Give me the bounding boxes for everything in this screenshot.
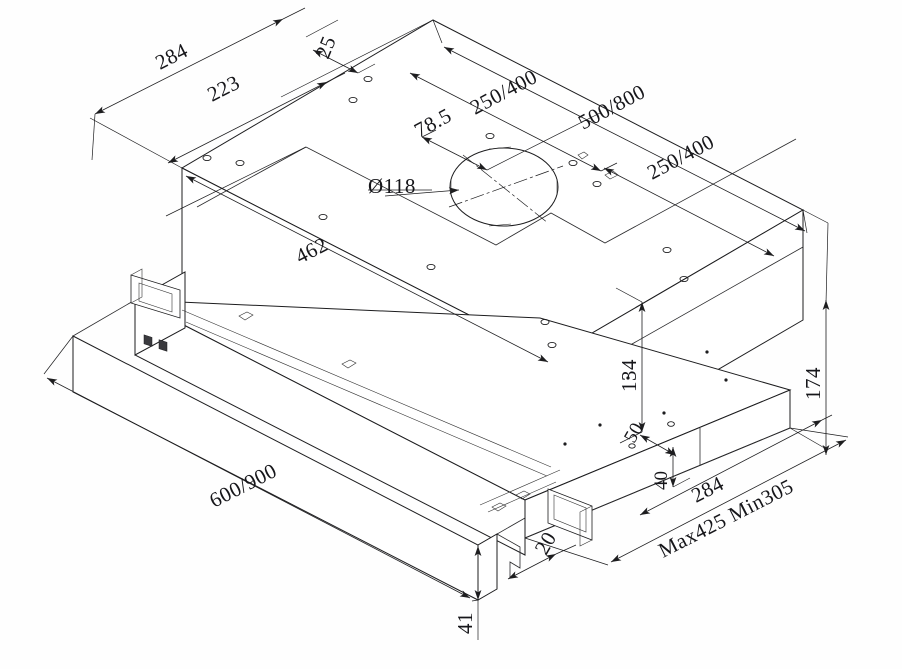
rivet [705, 350, 709, 354]
dimension-250-400-left [409, 72, 618, 172]
dimension-20 [507, 544, 577, 580]
dim-label-223: 223 [203, 70, 243, 106]
slide-rail-track-2 [487, 481, 557, 513]
dimension-600-900 [43, 335, 479, 602]
dim-label-25: 25 [310, 32, 340, 61]
dimension-25 [305, 19, 376, 74]
slide-rail-track [479, 469, 561, 506]
dim-label-284-bottom: 284 [687, 471, 727, 507]
rivet [626, 376, 630, 380]
dimension-78-5 [421, 112, 601, 171]
dim-label-134: 134 [617, 359, 641, 392]
rivet [724, 378, 728, 382]
drawer-base-top-edge [72, 299, 136, 337]
dim-label-40: 40 [651, 471, 672, 490]
dim-label-284-top: 284 [151, 38, 191, 74]
dim-label-dia118: Ø118 [368, 174, 416, 198]
dimension-223 [167, 72, 346, 164]
dimension-max-min [524, 427, 849, 566]
mounting-hole [363, 75, 373, 83]
mounting-hole [348, 96, 358, 104]
rivet [598, 423, 602, 427]
control-panel-right[interactable] [547, 488, 593, 669]
control-panel-left[interactable] [130, 268, 181, 352]
dim-label-max-min: Max425 Min305 [654, 474, 797, 563]
mounting-hole [547, 341, 557, 349]
rivet [563, 442, 567, 446]
dim-label-41: 41 [453, 612, 477, 634]
mounting-hole [679, 275, 689, 283]
dimension-250-400-right [603, 167, 775, 257]
dimension-284-top [91, 7, 306, 161]
front-lip-tab [477, 533, 498, 601]
dim-label-174: 174 [801, 367, 825, 400]
rivet [662, 411, 666, 415]
dimension-462 [185, 175, 549, 363]
